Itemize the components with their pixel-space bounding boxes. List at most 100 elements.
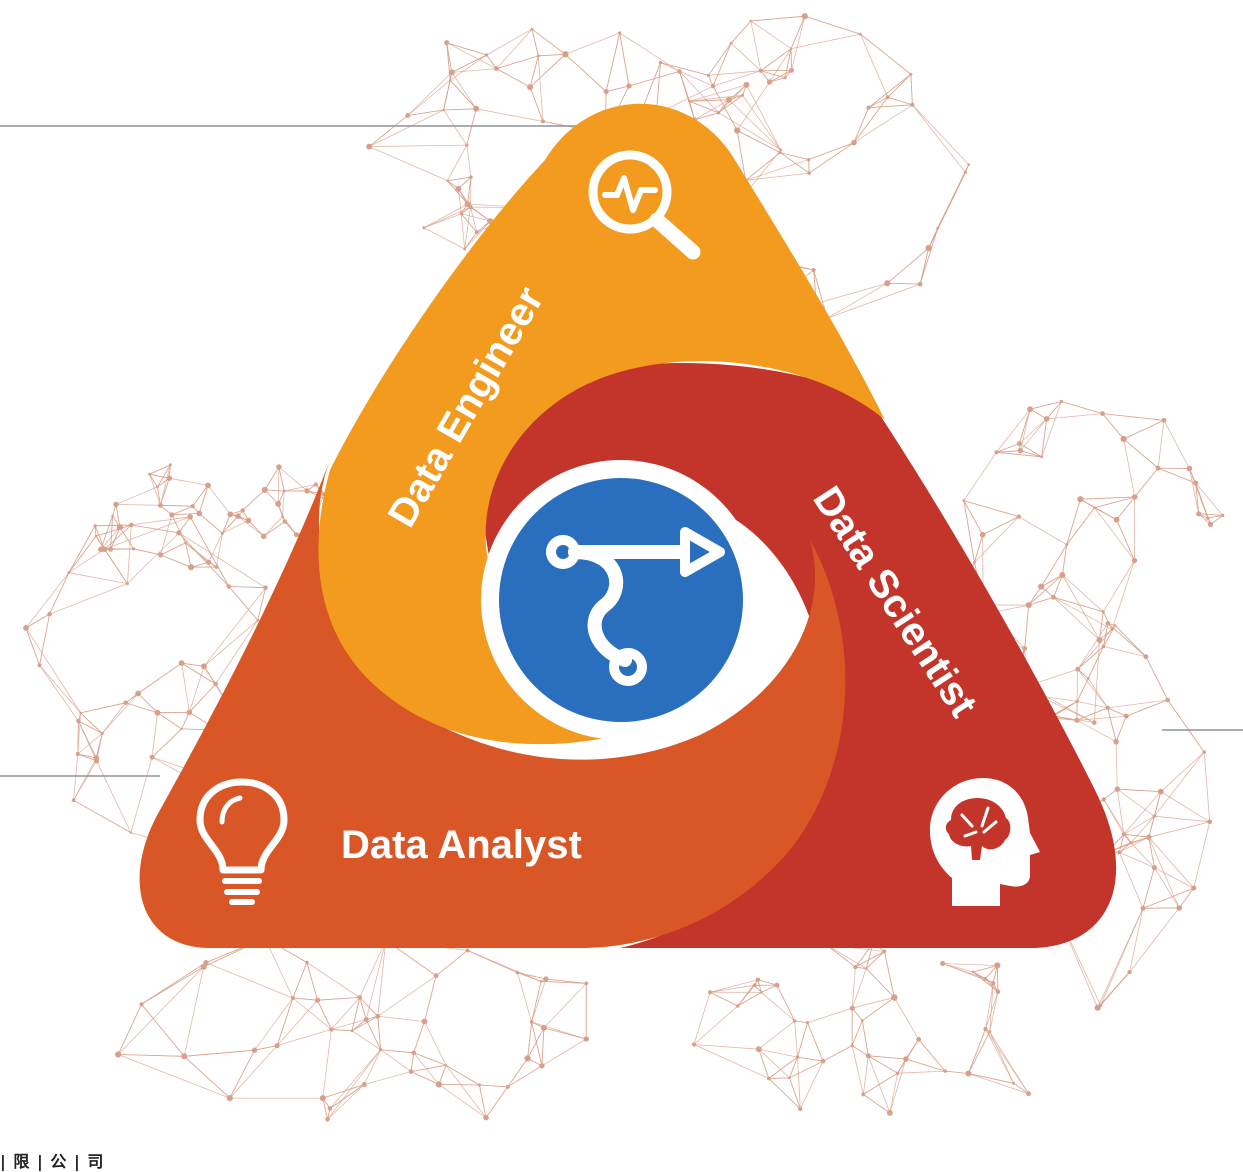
network-edge	[1054, 575, 1063, 597]
network-edge	[1117, 789, 1161, 791]
network-node	[940, 961, 945, 966]
network-node	[434, 973, 439, 978]
network-node	[1117, 850, 1121, 854]
network-edge	[860, 34, 887, 97]
network-edge	[863, 1056, 868, 1095]
network-edge	[1103, 561, 1134, 612]
network-edge	[222, 516, 238, 533]
network-edge	[230, 1046, 277, 1099]
network-edge	[131, 757, 152, 833]
network-edge	[869, 105, 913, 108]
network-edge	[997, 966, 998, 992]
network-node	[132, 547, 135, 550]
network-edge	[798, 1057, 824, 1061]
network-edge	[805, 16, 861, 34]
network-edge	[888, 97, 913, 105]
network-edge	[1146, 657, 1168, 700]
network-node	[1106, 621, 1111, 626]
network-edge	[911, 74, 913, 105]
network-edge	[761, 49, 791, 71]
network-edge	[102, 694, 138, 734]
network-node	[94, 524, 97, 527]
network-edge	[497, 56, 539, 69]
network-edge	[508, 1058, 528, 1087]
network-edge	[160, 505, 192, 506]
network-node	[984, 977, 987, 980]
network-node	[227, 1095, 233, 1101]
network-edge	[912, 105, 965, 173]
network-node	[887, 1110, 893, 1116]
network-edge	[898, 1039, 919, 1073]
network-edge	[1042, 402, 1062, 457]
network-edge	[761, 992, 794, 1021]
network-edge	[800, 1061, 823, 1109]
network-edge	[898, 1071, 946, 1073]
network-node	[130, 832, 132, 834]
network-edge	[695, 113, 719, 120]
network-edge	[487, 29, 532, 55]
network-edge	[1088, 646, 1103, 678]
network-edge	[606, 33, 620, 92]
network-edge	[1062, 575, 1099, 640]
network-edge	[747, 85, 781, 150]
network-edge	[862, 998, 894, 1021]
network-edge	[277, 1029, 331, 1045]
network-edge	[414, 1022, 425, 1053]
network-edge	[172, 513, 200, 515]
network-edge	[411, 1065, 446, 1071]
network-edge	[323, 1085, 365, 1099]
network-edge	[369, 147, 447, 181]
network-edge	[894, 998, 918, 1040]
network-edge	[439, 1084, 486, 1117]
network-edge	[906, 1059, 945, 1071]
network-edge	[277, 1000, 317, 1045]
network-edge	[1041, 545, 1067, 587]
network-edge	[868, 1056, 890, 1113]
network-edge	[1117, 789, 1124, 834]
network-edge	[1130, 908, 1180, 972]
network-node	[1077, 496, 1083, 502]
network-edge	[542, 1028, 544, 1066]
network-node	[325, 1117, 330, 1122]
network-edge	[751, 16, 805, 21]
network-node	[1017, 514, 1021, 518]
network-edge	[1104, 789, 1118, 799]
network-node	[221, 532, 224, 535]
network-edge	[206, 963, 293, 998]
network-edge	[381, 1050, 411, 1072]
network-edge	[78, 721, 102, 733]
network-edge	[243, 490, 265, 511]
network-edge	[565, 33, 619, 54]
network-edge	[69, 536, 96, 573]
network-edge	[738, 980, 758, 1006]
network-edge	[866, 969, 894, 998]
network-edge	[118, 1055, 230, 1099]
network-edge	[737, 131, 780, 153]
network-node	[94, 758, 99, 763]
network-edge	[887, 248, 928, 283]
network-node	[1146, 835, 1151, 840]
network-edge	[518, 973, 532, 1022]
network-edge	[854, 105, 913, 143]
network-edge	[869, 97, 888, 108]
network-edge	[116, 487, 157, 505]
network-edge	[968, 1032, 989, 1074]
network-edge	[1062, 545, 1066, 575]
network-edge	[964, 501, 1019, 517]
network-edge	[184, 967, 204, 1057]
network-edge	[369, 145, 467, 147]
network-edge	[1117, 497, 1135, 520]
network-edge	[985, 979, 998, 992]
network-edge	[378, 1016, 425, 1021]
network-edge	[912, 105, 968, 165]
network-edge	[116, 504, 160, 505]
network-node	[1207, 820, 1212, 825]
network-edge	[852, 1046, 863, 1095]
network-edge	[249, 521, 264, 537]
network-edge	[120, 527, 134, 549]
network-edge	[694, 1006, 738, 1045]
network-edge	[1014, 1083, 1029, 1093]
network-edge	[777, 985, 795, 1021]
network-edge	[293, 998, 318, 1000]
network-node	[1074, 718, 1079, 723]
